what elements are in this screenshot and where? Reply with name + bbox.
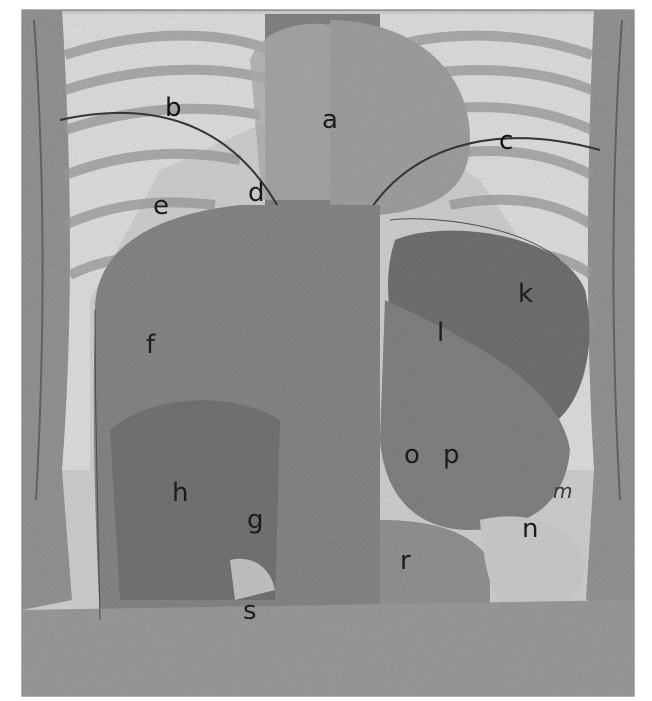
label-o: o xyxy=(404,442,420,468)
label-n: n xyxy=(522,516,538,542)
label-d: d xyxy=(248,180,265,206)
label-p: p xyxy=(443,442,460,468)
label-s: s xyxy=(243,598,257,624)
label-b: b xyxy=(165,95,182,121)
label-g: g xyxy=(247,507,264,533)
label-m: m xyxy=(553,481,572,501)
label-a: a xyxy=(322,107,338,133)
label-e: e xyxy=(153,193,169,219)
label-f: f xyxy=(146,332,155,358)
label-k: k xyxy=(518,281,533,307)
label-r: r xyxy=(400,548,411,574)
label-h: h xyxy=(172,480,188,506)
label-l: l xyxy=(437,320,444,346)
label-c: c xyxy=(499,128,513,154)
